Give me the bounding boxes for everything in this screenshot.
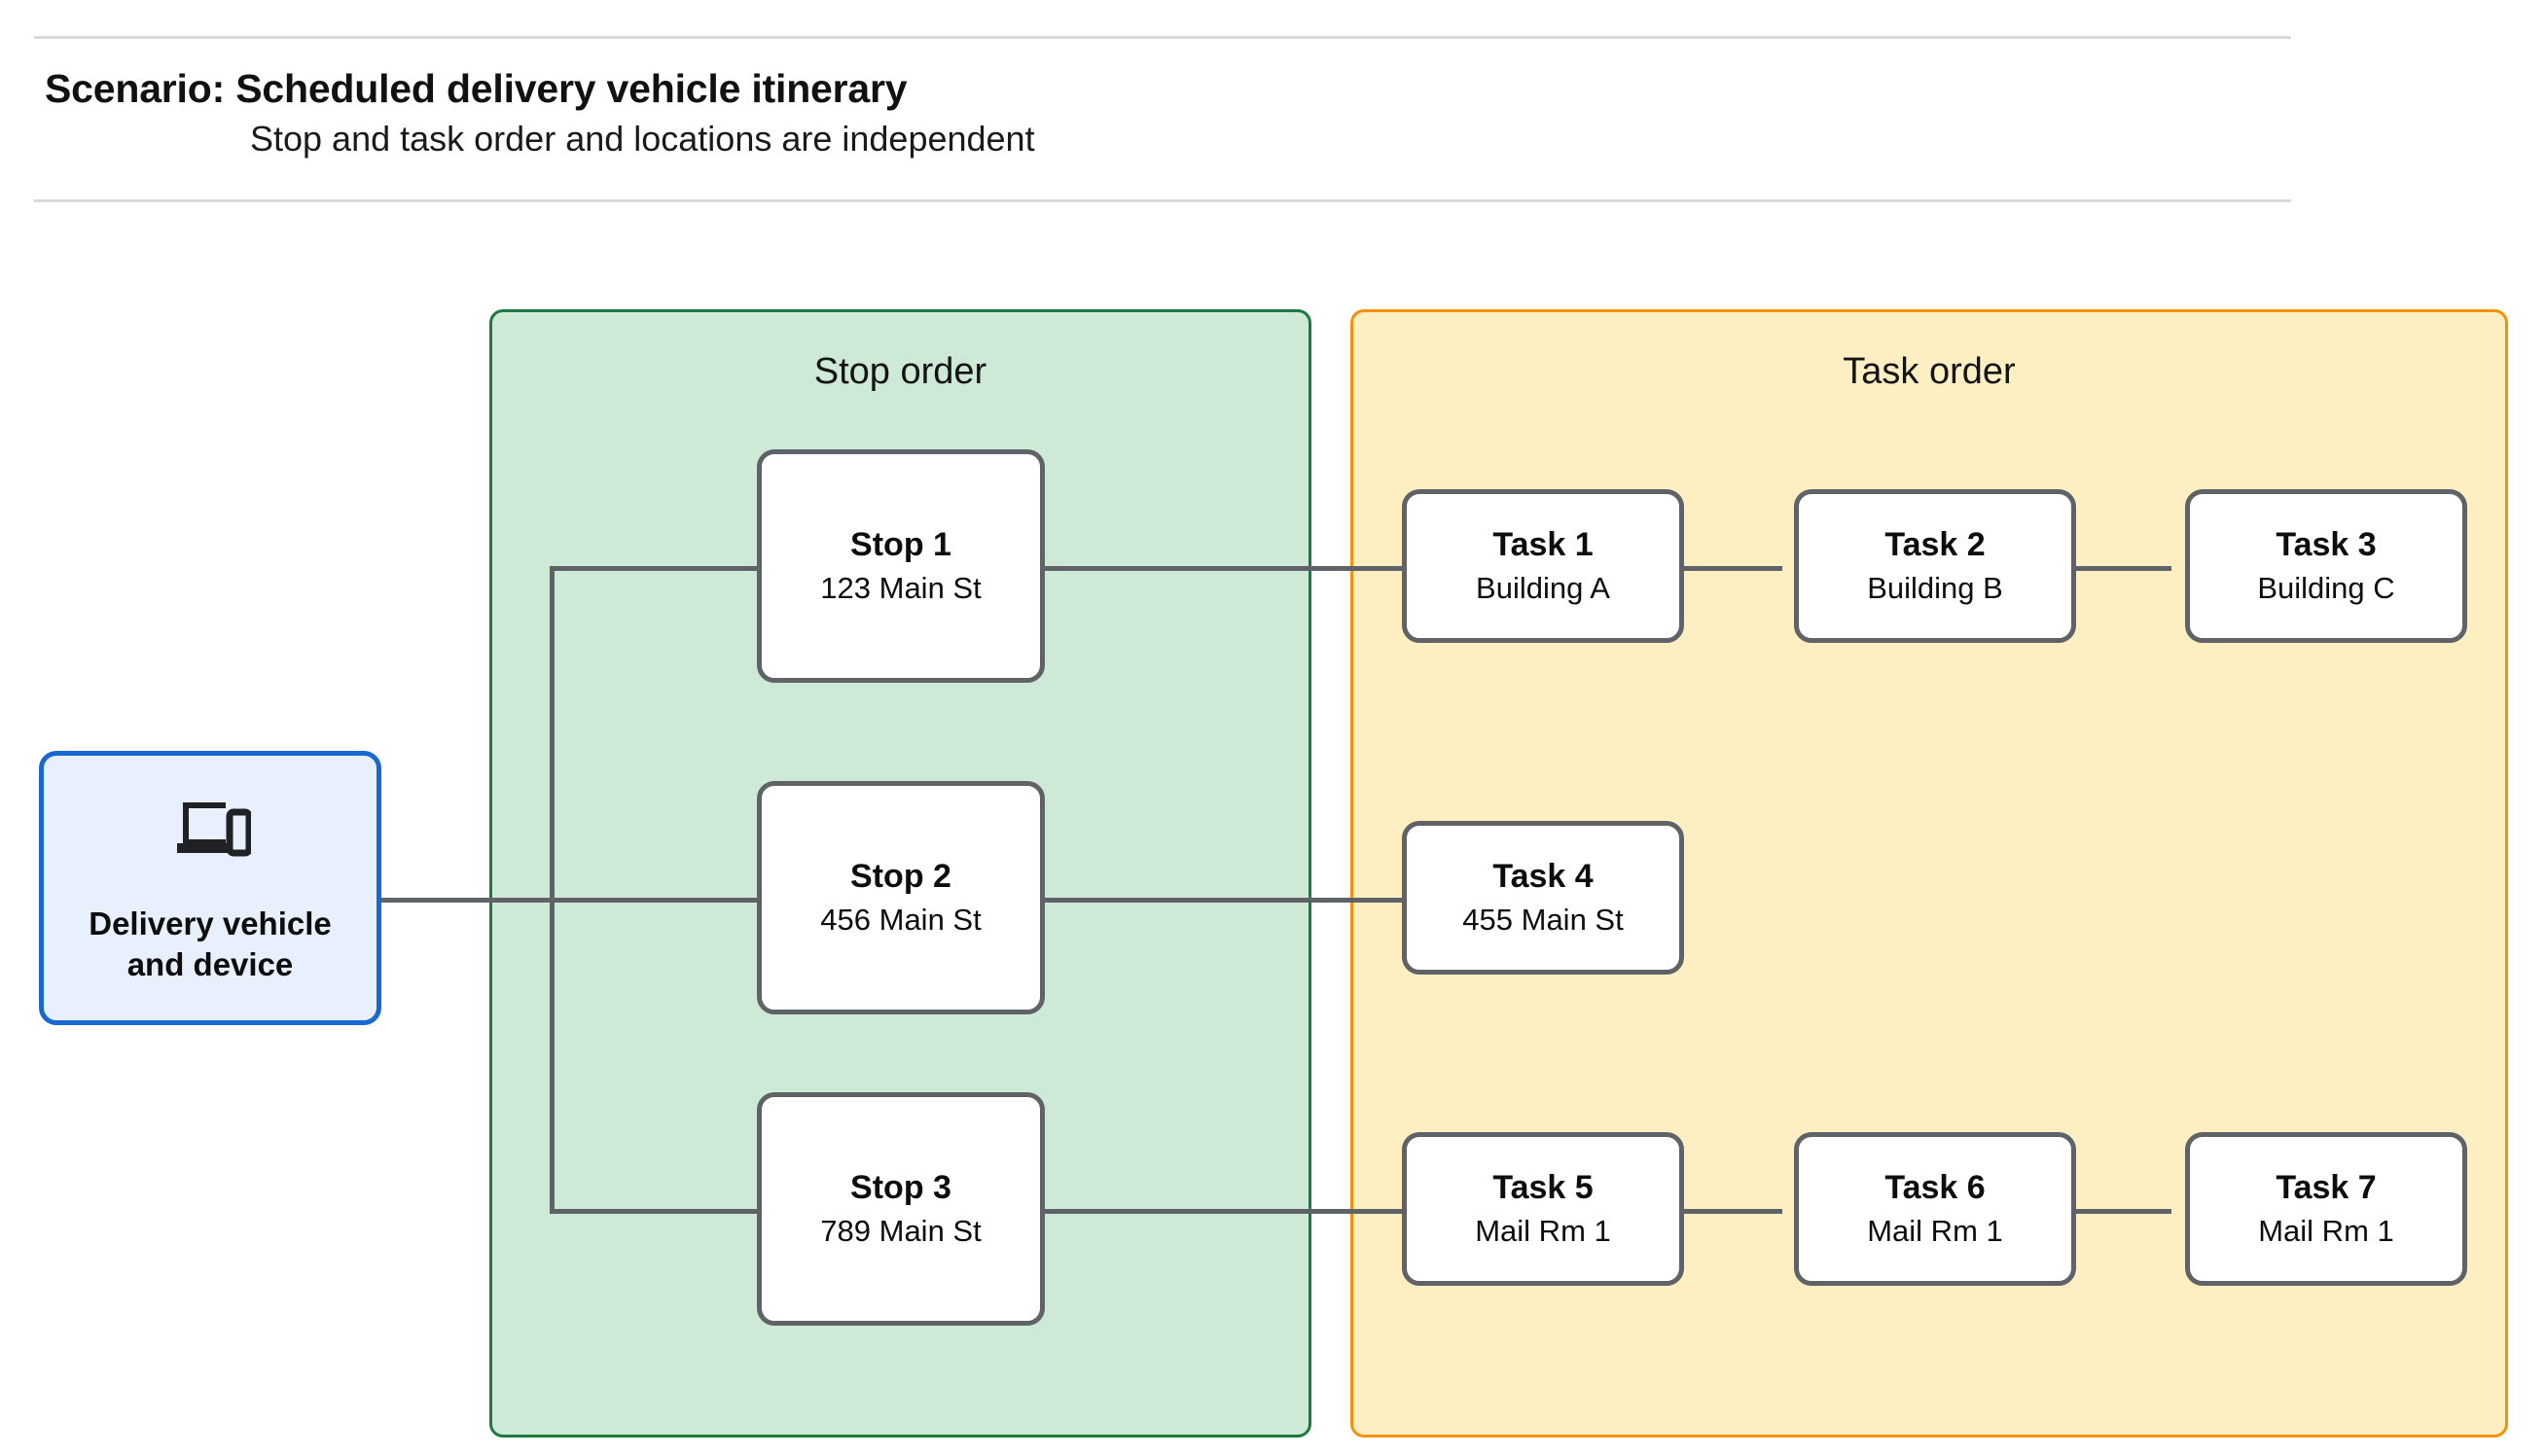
task-node-3[interactable]: Task 3 Building C xyxy=(2185,489,2467,643)
page-title: Scenario: Scheduled delivery vehicle iti… xyxy=(45,66,908,111)
task-node-2[interactable]: Task 2 Building B xyxy=(1794,489,2076,643)
header-rule-bottom xyxy=(34,199,2291,202)
task-node-location: Mail Rm 1 xyxy=(2258,1213,2394,1248)
task-node-location: Building A xyxy=(1476,570,1610,605)
stop-node-1[interactable]: Stop 1 123 Main St xyxy=(757,449,1045,683)
connector-task-1-to-task-2 xyxy=(1681,566,1782,571)
connector-stop-1-to-task-1 xyxy=(1041,566,1406,571)
task-node-location: Mail Rm 1 xyxy=(1867,1213,2003,1248)
task-node-5[interactable]: Task 5 Mail Rm 1 xyxy=(1402,1132,1684,1286)
task-node-7[interactable]: Task 7 Mail Rm 1 xyxy=(2185,1132,2467,1286)
connector-bus-to-stop-1 xyxy=(550,566,757,571)
task-node-title: Task 2 xyxy=(1884,525,1986,563)
task-node-6[interactable]: Task 6 Mail Rm 1 xyxy=(1794,1132,2076,1286)
stop-node-2[interactable]: Stop 2 456 Main St xyxy=(757,781,1045,1014)
connector-stop-3-to-task-5 xyxy=(1041,1209,1406,1214)
connector-task-5-to-task-6 xyxy=(1681,1209,1782,1214)
delivery-vehicle-card[interactable]: Delivery vehicle and device xyxy=(39,751,381,1025)
stop-node-title: Stop 1 xyxy=(850,525,951,563)
task-node-4[interactable]: Task 4 455 Main St xyxy=(1402,821,1684,975)
task-node-1[interactable]: Task 1 Building A xyxy=(1402,489,1684,643)
stop-node-address: 789 Main St xyxy=(820,1213,982,1248)
delivery-vehicle-label: Delivery vehicle and device xyxy=(89,905,332,982)
task-node-location: Mail Rm 1 xyxy=(1475,1213,1611,1248)
stop-node-3[interactable]: Stop 3 789 Main St xyxy=(757,1092,1045,1326)
task-node-title: Task 4 xyxy=(1492,857,1594,895)
connector-vehicle-to-bus xyxy=(381,898,553,903)
task-node-title: Task 6 xyxy=(1884,1168,1986,1206)
task-node-location: Building B xyxy=(1867,570,2003,605)
task-node-title: Task 1 xyxy=(1492,525,1594,563)
connector-bus-to-stop-3 xyxy=(550,1209,757,1214)
task-node-title: Task 5 xyxy=(1492,1168,1594,1206)
task-node-title: Task 3 xyxy=(2276,525,2377,563)
connector-stop-2-to-task-4 xyxy=(1041,898,1406,903)
task-node-title: Task 7 xyxy=(2276,1168,2377,1206)
task-node-location: 455 Main St xyxy=(1462,902,1624,937)
connector-task-2-to-task-3 xyxy=(2070,566,2171,571)
stop-node-address: 456 Main St xyxy=(820,902,982,937)
stop-node-address: 123 Main St xyxy=(820,570,982,605)
connector-bus-to-stop-2 xyxy=(550,898,757,903)
stop-order-group-title: Stop order xyxy=(813,351,987,392)
stop-node-title: Stop 3 xyxy=(850,1168,951,1206)
connector-stop-bus xyxy=(550,566,555,1214)
task-order-group-title: Task order xyxy=(1843,351,2016,392)
header-rule-top xyxy=(34,36,2291,39)
task-node-location: Building C xyxy=(2257,570,2395,605)
stop-node-title: Stop 2 xyxy=(850,857,951,895)
page-subtitle: Stop and task order and locations are in… xyxy=(250,119,1035,159)
connector-task-6-to-task-7 xyxy=(2070,1209,2171,1214)
devices-icon xyxy=(169,797,253,859)
